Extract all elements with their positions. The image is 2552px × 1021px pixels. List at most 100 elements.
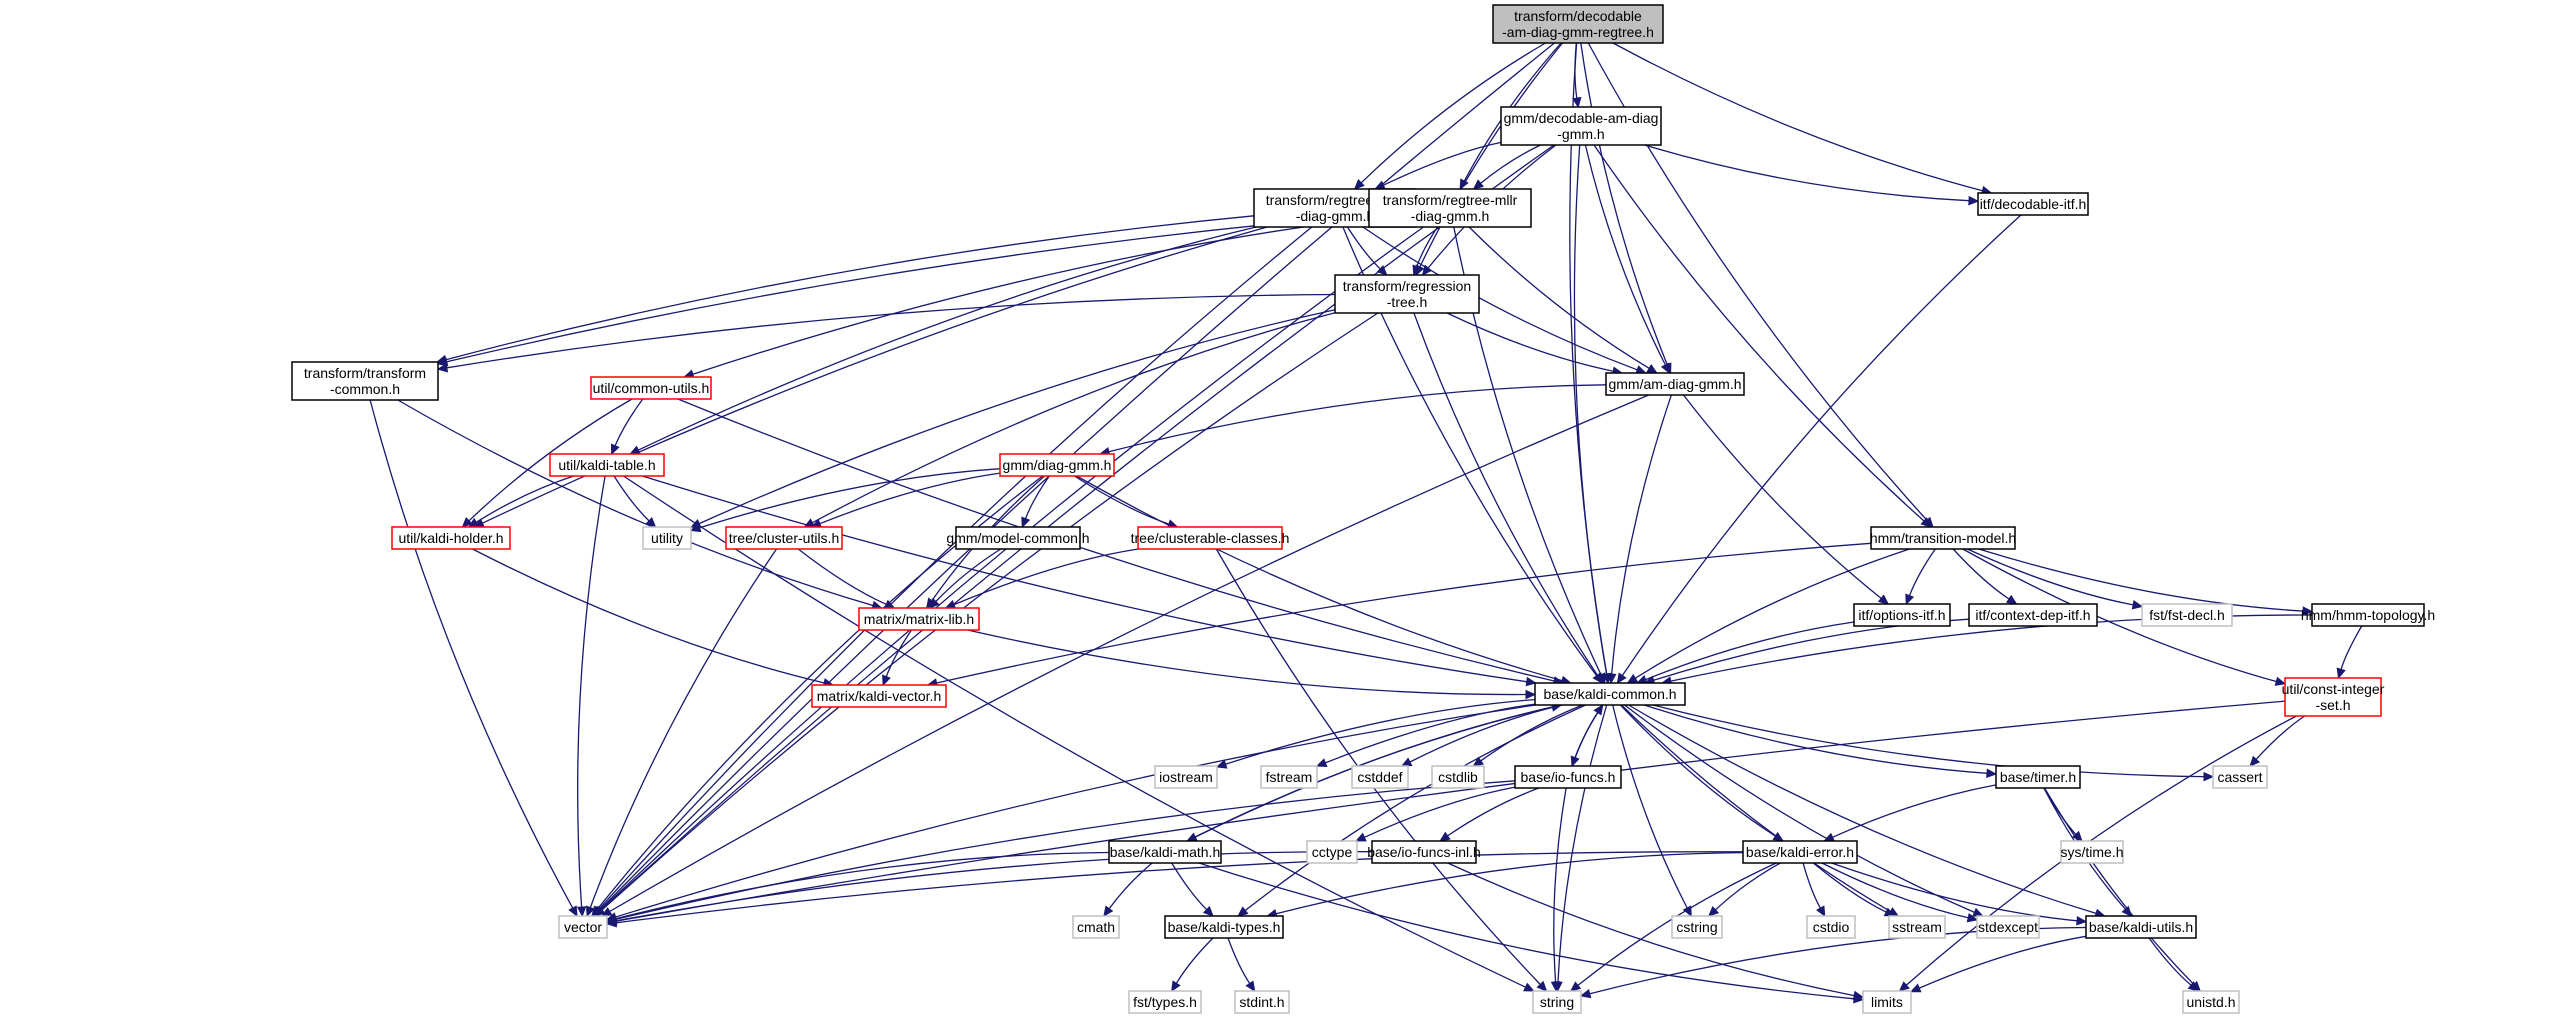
edge-line (2043, 787, 2195, 986)
edge-cis-to-limits (1898, 715, 2297, 992)
edge-line (1275, 851, 1744, 915)
node-label: itf/options-itf.h (1858, 607, 1945, 623)
edge-arrowhead (2005, 594, 2018, 605)
edge-kc-to-sstream (1620, 704, 1900, 917)
node-kutils[interactable]: base/kaldi-utils.h (2085, 915, 2197, 939)
edge-kerr-to-vector (605, 851, 1744, 928)
node-modelc[interactable]: gmm/model-common.h (946, 526, 1090, 550)
node-topo[interactable]: hmm/hmm-topology.h (2301, 603, 2435, 627)
edge-line (600, 226, 1424, 911)
node-label: sys/time.h (2060, 844, 2123, 860)
node-kholder[interactable]: util/kaldi-holder.h (391, 526, 511, 550)
node-tm[interactable]: hmm/transition-model.h (1870, 526, 2016, 550)
edge-line (1108, 384, 1607, 453)
node-itfdec[interactable]: itf/decodable-itf.h (1977, 192, 2089, 216)
node-label: cctype (1312, 844, 1353, 860)
edge-line (615, 851, 1110, 920)
edge-ttc-to-vector (369, 399, 578, 918)
edge-arrowhead (1616, 672, 1627, 685)
node-vector: vector (558, 915, 608, 939)
edge-line (615, 700, 2286, 922)
edge-line (692, 217, 1370, 375)
node-ktable[interactable]: util/kaldi-table.h (549, 453, 665, 477)
node-kc[interactable]: base/kaldi-common.h (1534, 682, 1686, 706)
node-box (955, 526, 1081, 550)
node-label: -am-diag-gmm-regtree.h (1502, 24, 1654, 40)
node-label: gmm/am-diag-gmm.h (1608, 376, 1741, 392)
node-box (558, 915, 608, 939)
node-regtree[interactable]: transform/regression-tree.h (1334, 274, 1480, 314)
node-kmath[interactable]: base/kaldi-math.h (1108, 840, 1222, 864)
edge-line (1225, 698, 1536, 765)
node-cis[interactable]: util/const-integer-set.h (2282, 677, 2385, 717)
edge-line (1624, 704, 1975, 913)
node-clu[interactable]: tree/cluster-utils.h (725, 526, 843, 550)
node-kvec[interactable]: matrix/kaldi-vector.h (811, 684, 947, 708)
node-box (1500, 106, 1662, 146)
node-root[interactable]: transform/decodable-am-diag-gmm-regtree.… (1492, 4, 1664, 44)
node-box (391, 526, 511, 550)
node-mllr[interactable]: transform/regtree-mllr-diag-gmm.h (1368, 188, 1532, 228)
node-iofuncs[interactable]: base/io-funcs.h (1514, 765, 1622, 789)
node-box (1888, 915, 1946, 939)
node-ttc[interactable]: transform/transform-common.h (291, 361, 439, 401)
edge-diaggmm-to-utility (689, 468, 1001, 533)
edge-arrowhead (1536, 980, 1548, 992)
node-ctxitf[interactable]: itf/context-dep-itf.h (1968, 603, 2098, 627)
edge-line (1171, 862, 1208, 911)
edge-diaggmm-to-clu (810, 472, 1001, 528)
edge-iofuncs-to-cctype (1355, 786, 1516, 842)
edge-kc-to-iostream (1215, 698, 1536, 769)
node-cu[interactable]: util/common-utils.h (590, 376, 712, 400)
edge-decam-to-tm (1593, 144, 1932, 528)
node-mlib[interactable]: matrix/matrix-lib.h (858, 607, 980, 631)
node-amdiag[interactable]: gmm/am-diag-gmm.h (1605, 372, 1745, 396)
node-box (1234, 990, 1290, 1014)
edge-arrowhead (1376, 264, 1388, 276)
node-label: fst/types.h (1133, 994, 1197, 1010)
edge-arrowhead (1920, 517, 1932, 528)
edge-topo-to-cis (2336, 625, 2363, 680)
node-cctype: cctype (1306, 840, 1358, 864)
edge-tm-to-kvec (926, 542, 1872, 688)
edge-ktable-to-vector (576, 475, 606, 918)
edge-arrowhead (1021, 516, 1031, 529)
edge-clu-to-vector (585, 548, 778, 918)
node-decam[interactable]: gmm/decodable-am-diag-gmm.h (1500, 106, 1662, 146)
edge-line (1978, 548, 2304, 612)
node-kerr[interactable]: base/kaldi-error.h (1742, 840, 1858, 864)
node-label: base/io-funcs.h (1521, 769, 1616, 785)
node-label: cstdio (1813, 919, 1850, 935)
edge-line (615, 704, 1536, 918)
edge-line (1634, 548, 1910, 679)
edge-arrowhead (1400, 757, 1413, 767)
node-label: cmath (1077, 919, 1115, 935)
node-limits: limits (1862, 990, 1912, 1014)
edge-arrowhead (1355, 832, 1367, 842)
edge-line (446, 214, 1370, 363)
edge-line (2148, 937, 2192, 986)
edge-line (1832, 784, 1997, 838)
edge-line (1360, 42, 1546, 184)
node-box (1371, 840, 1477, 864)
node-clc[interactable]: tree/clusterable-classes.h (1131, 526, 1290, 550)
edge-arrowhead (1572, 96, 1582, 109)
edge-arrowhead (1237, 906, 1249, 917)
edge-line (1952, 548, 2010, 600)
edge-fmllr-to-regtree (1346, 226, 1388, 276)
node-label: util/kaldi-table.h (558, 457, 655, 473)
edge-arrowhead (1103, 905, 1114, 918)
edge-cu-to-ktable (610, 398, 644, 456)
node-timer[interactable]: base/timer.h (1995, 765, 2081, 789)
edge-line (1628, 704, 2097, 915)
node-iofinl[interactable]: base/io-funcs-inl.h (1367, 840, 1481, 864)
node-box (1742, 840, 1858, 864)
edge-line (1447, 787, 1540, 837)
node-optitf[interactable]: itf/options-itf.h (1853, 603, 1951, 627)
node-diaggmm[interactable]: gmm/diag-gmm.h (999, 453, 1115, 477)
node-ktypes[interactable]: base/kaldi-types.h (1164, 915, 1284, 939)
edge-line (1244, 704, 1586, 912)
edge-line (1653, 618, 1970, 681)
edge-line (1362, 226, 1638, 371)
